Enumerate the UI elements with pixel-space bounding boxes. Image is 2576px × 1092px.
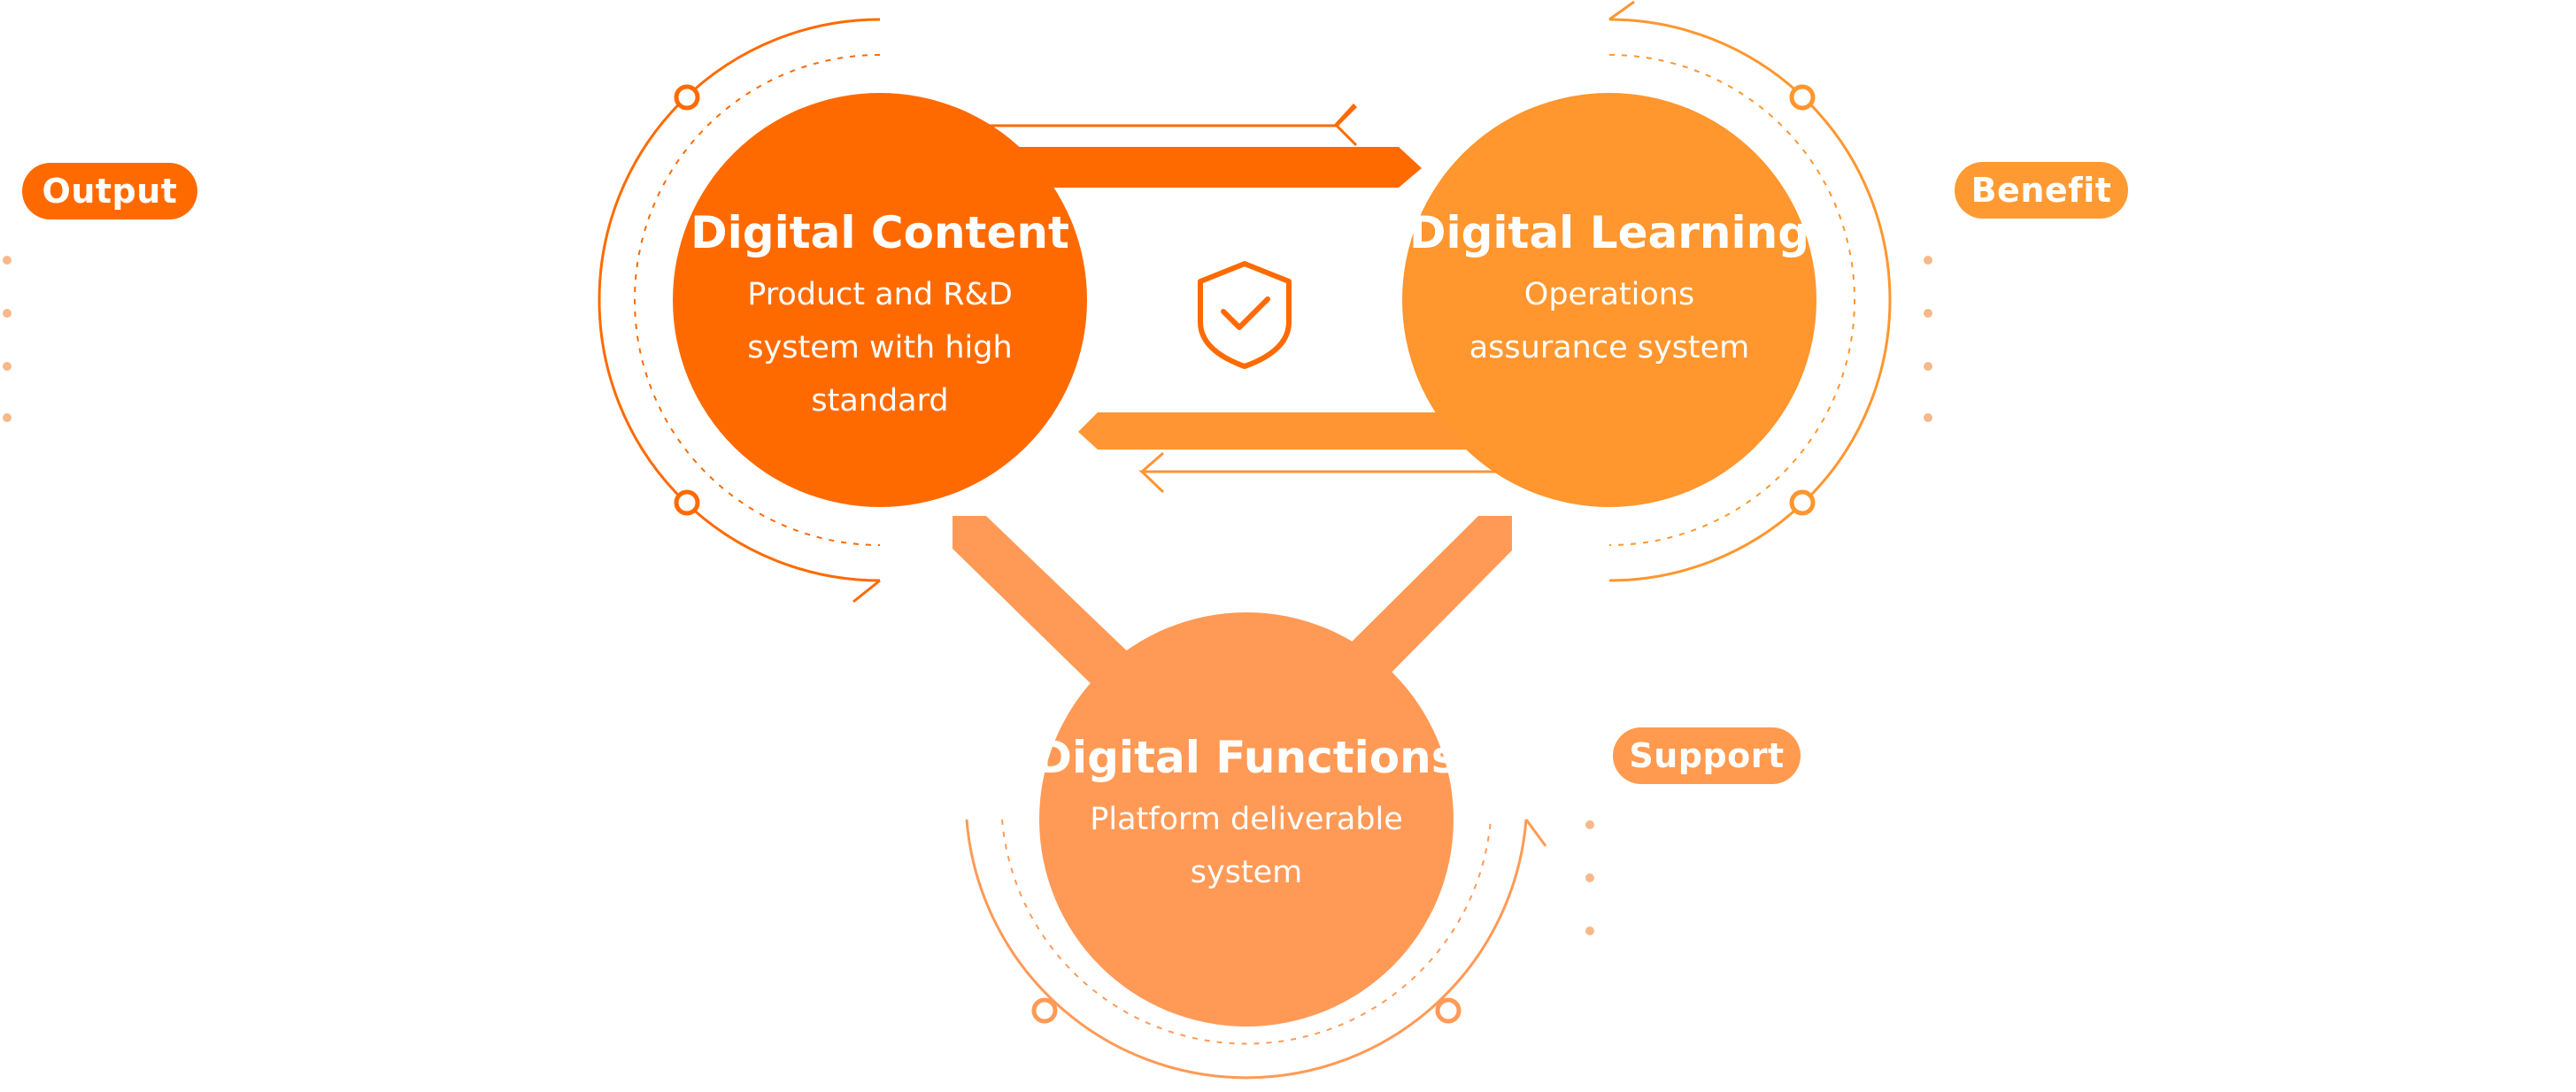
node-digital-functions: Digital Functions Platform deliverable s… bbox=[1036, 612, 1458, 1027]
node-digital-content-desc: Product and R&D system with high standar… bbox=[747, 277, 1013, 419]
orbit-node-functions-left bbox=[1031, 997, 1058, 1024]
orbit-arc-learning-dashed bbox=[1608, 54, 1855, 546]
node-digital-functions-desc: Platform deliverable system bbox=[1090, 802, 1403, 890]
dot-column-support bbox=[1585, 820, 1594, 935]
orbit-node-learning-bottom bbox=[1789, 489, 1816, 516]
orbit-arc-functions bbox=[965, 819, 1528, 1080]
label-benefit: Benefit bbox=[1955, 162, 2128, 219]
node-digital-learning-title: Digital Learning bbox=[1408, 207, 1810, 258]
shield-check-icon bbox=[1198, 261, 1292, 369]
label-output: Output bbox=[22, 163, 197, 219]
orbit-arc-content bbox=[598, 18, 881, 582]
orbit-arrow-functions bbox=[1524, 819, 1547, 847]
node-digital-functions-title: Digital Functions bbox=[1035, 732, 1458, 783]
connector-learning-to-functions bbox=[1338, 516, 1512, 690]
orbit-node-functions-right bbox=[1435, 997, 1462, 1024]
orbit-arc-content-dashed bbox=[634, 54, 881, 546]
connector-content-to-learning-line bbox=[983, 104, 1358, 147]
orbit-node-learning-top bbox=[1789, 84, 1816, 111]
connector-content-to-functions bbox=[953, 516, 1138, 697]
connector-content-to-learning-outline bbox=[991, 103, 1356, 127]
dot-column-benefit bbox=[1924, 256, 1932, 422]
orbit-arrow-learning bbox=[1608, 0, 1635, 21]
connector-content-to-learning bbox=[1009, 147, 1422, 188]
orbit-arc-functions-dashed bbox=[1001, 819, 1492, 1045]
dot-column-output bbox=[3, 256, 12, 422]
orbit-arrow-content bbox=[852, 579, 881, 604]
node-digital-learning: Digital Learning Operations assurance sy… bbox=[1402, 93, 1816, 507]
connector-learning-to-content bbox=[1078, 412, 1487, 450]
label-support: Support bbox=[1613, 727, 1801, 784]
orbit-arc-learning bbox=[1608, 18, 1892, 582]
node-digital-learning-desc: Operations assurance system bbox=[1469, 277, 1750, 365]
node-digital-content: Digital Content Product and R&D system w… bbox=[673, 93, 1087, 507]
orbit-node-content-top bbox=[674, 84, 700, 111]
connector-learning-to-content-line bbox=[1138, 451, 1505, 494]
node-digital-content-title: Digital Content bbox=[690, 207, 1069, 258]
orbit-node-content-bottom bbox=[674, 489, 700, 516]
